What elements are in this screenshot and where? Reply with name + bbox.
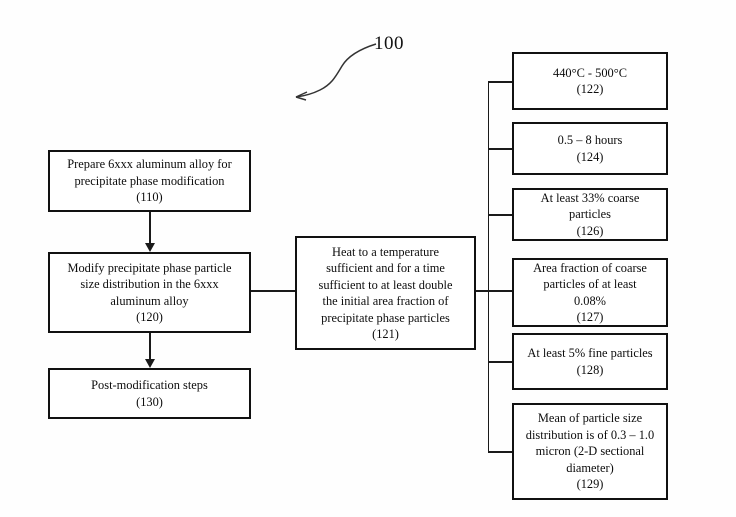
connector-spine-to-122 — [487, 81, 513, 83]
connector-spine-to-129 — [487, 451, 513, 453]
branch-spine — [487, 81, 490, 451]
connector-110-to-120 — [149, 212, 151, 245]
detail-box-126[interactable]: At least 33% coarse particles (126) — [512, 188, 668, 241]
process-box-120[interactable]: Modify precipitate phase particle size d… — [48, 252, 251, 333]
detail-box-126-label: At least 33% coarse particles (126) — [540, 190, 640, 238]
detail-box-127[interactable]: Area fraction of coarse particles of at … — [512, 258, 668, 327]
process-box-121[interactable]: Heat to a temperature sufficient and for… — [295, 236, 476, 350]
detail-box-122[interactable]: 440°C - 500°C (122) — [512, 52, 668, 110]
process-box-110[interactable]: Prepare 6xxx aluminum alloy for precipit… — [48, 150, 251, 212]
arrowhead-120-to-130-icon — [144, 359, 155, 368]
process-box-110-label: Prepare 6xxx aluminum alloy for precipit… — [67, 157, 232, 205]
process-box-130[interactable]: Post-modification steps (130) — [48, 368, 251, 419]
arrowhead-110-to-120-icon — [144, 243, 155, 252]
connector-121-to-spine — [476, 290, 489, 292]
detail-box-128[interactable]: At least 5% fine particles (128) — [512, 333, 668, 390]
connector-120-to-121 — [251, 290, 295, 292]
detail-box-122-label: 440°C - 500°C (122) — [553, 65, 627, 97]
process-box-130-label: Post-modification steps (130) — [91, 378, 208, 409]
detail-box-129-label: Mean of particle size distribution is of… — [525, 411, 655, 492]
detail-box-128-label: At least 5% fine particles (128) — [527, 346, 653, 377]
leader-line-icon — [295, 43, 377, 101]
connector-spine-to-126 — [487, 214, 513, 216]
detail-box-127-label: Area fraction of coarse particles of at … — [533, 260, 647, 325]
connector-spine-to-127 — [487, 290, 513, 292]
detail-box-124[interactable]: 0.5 – 8 hours (124) — [512, 122, 668, 175]
process-box-120-label: Modify precipitate phase particle size d… — [67, 260, 232, 325]
connector-spine-to-128 — [487, 361, 513, 363]
detail-box-129[interactable]: Mean of particle size distribution is of… — [512, 403, 668, 500]
connector-spine-to-124 — [487, 148, 513, 150]
process-box-121-label: Heat to a temperature sufficient and for… — [318, 244, 453, 342]
connector-120-to-130 — [149, 333, 151, 361]
detail-box-124-label: 0.5 – 8 hours (124) — [557, 133, 623, 164]
reference-numeral-100: 100 — [374, 33, 404, 54]
